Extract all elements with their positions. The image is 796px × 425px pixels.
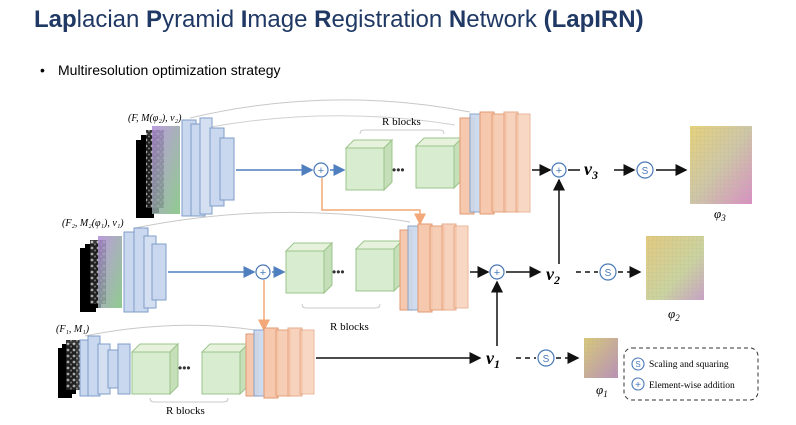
- phi1-flow-field: [584, 338, 618, 378]
- title-part-1-bold: Lap: [34, 6, 77, 33]
- s-circle-v1: S: [537, 349, 555, 367]
- level1-rblocks-label: R blocks: [166, 405, 205, 417]
- plus-circle-level2-encoder: +: [255, 264, 271, 280]
- phi1-label: φ1: [596, 382, 608, 399]
- level3-rblock-1: [344, 138, 394, 192]
- bullet-item: • Multiresolution optimization strategy: [40, 62, 281, 78]
- level1-rblock-1: [130, 342, 180, 396]
- level3-input-label: (F, M(φ₂), v₂): [128, 113, 182, 124]
- v3-label: v3: [584, 159, 598, 182]
- level2-rblock-2: [354, 239, 404, 293]
- slide-title: Laplacian Pyramid Image Registration Net…: [34, 6, 644, 34]
- title-part-5-bold: N: [448, 6, 467, 33]
- title-part-3-rest: mage: [247, 6, 315, 33]
- level2-input-label: (F₂, M₂(φ₁), v₁): [62, 218, 124, 229]
- level2-rblocks-label: R blocks: [330, 321, 369, 333]
- level3-encoder: [181, 117, 235, 217]
- plus-circle-level3-output: +: [551, 162, 567, 178]
- level1-encoder: [79, 335, 131, 397]
- level2-rblock-1: [284, 241, 334, 295]
- level3-decoder: [459, 111, 531, 215]
- legend-addition-label: Element-wise addition: [649, 381, 735, 391]
- legend-s-icon: [631, 357, 645, 371]
- plus-circle-level2-output: +: [489, 264, 505, 280]
- bullet-text: Multiresolution optimization strategy: [58, 62, 281, 78]
- title-part-2-bold: P: [146, 6, 163, 33]
- legend-scaling-label: Scaling and squaring: [649, 360, 729, 370]
- level2-rblocks-brace: [301, 303, 381, 309]
- svg-text:S: S: [635, 360, 640, 369]
- title-part-2-rest: yramid: [162, 6, 241, 33]
- title-part-5-rest: etwork: [466, 6, 544, 33]
- level1-input-stack: [58, 340, 80, 398]
- title-part-3-bold: I: [240, 6, 248, 33]
- level2-encoder: [123, 227, 167, 313]
- level1-rblocks-brace: [149, 397, 229, 403]
- phi3-label: φ3: [714, 206, 726, 223]
- s-circle-v3: S: [636, 161, 654, 179]
- bullet-marker: •: [40, 62, 45, 78]
- svg-text:+: +: [494, 267, 500, 279]
- level2-ellipsis: •••: [332, 265, 345, 279]
- level3-input-stack: [136, 126, 180, 218]
- level3-to-level2-orange: [321, 178, 426, 226]
- skip-arc-level3-inner: [204, 115, 456, 129]
- level1-ellipsis: •••: [178, 361, 191, 375]
- svg-text:+: +: [635, 380, 641, 391]
- skip-arc-level2: [134, 211, 411, 229]
- level3-rblock-2: [414, 136, 464, 190]
- level3-rblocks-label: R blocks: [382, 116, 421, 128]
- legend-box: S Scaling and squaring + Element-wise ad…: [623, 347, 759, 401]
- title-part-4-bold: R: [314, 6, 332, 33]
- level3-ellipsis: •••: [392, 163, 405, 177]
- title-part-4-rest: egistration: [331, 6, 449, 33]
- s-circle-v2: S: [599, 263, 617, 281]
- legend-plus-icon: [631, 377, 645, 391]
- title-part-1-rest: lacian: [76, 6, 147, 33]
- plus-circle-level3-encoder: +: [313, 162, 329, 178]
- title-part-6-bold: (LapIRN): [543, 6, 644, 33]
- phi2-label: φ2: [668, 306, 680, 323]
- level1-decoder: [245, 327, 315, 399]
- svg-text:S: S: [642, 166, 649, 177]
- level2-input-stack: [80, 236, 122, 312]
- phi2-flow-field: [646, 236, 704, 300]
- level3-rblocks-brace: [359, 129, 445, 135]
- skip-arc-level3: [189, 99, 471, 119]
- svg-text:S: S: [605, 268, 612, 279]
- phi3-flow-field: [690, 126, 752, 204]
- level1-input-label: (F₁, M₁): [56, 324, 90, 335]
- v2-label: v2: [546, 264, 560, 287]
- level1-rblock-2: [200, 342, 250, 396]
- skip-arc-level1: [84, 324, 256, 337]
- svg-text:+: +: [318, 165, 324, 177]
- svg-text:S: S: [543, 354, 550, 365]
- svg-text:+: +: [260, 267, 266, 279]
- svg-text:+: +: [556, 165, 562, 177]
- v1-label: v1: [486, 348, 500, 371]
- level2-decoder: [399, 223, 469, 313]
